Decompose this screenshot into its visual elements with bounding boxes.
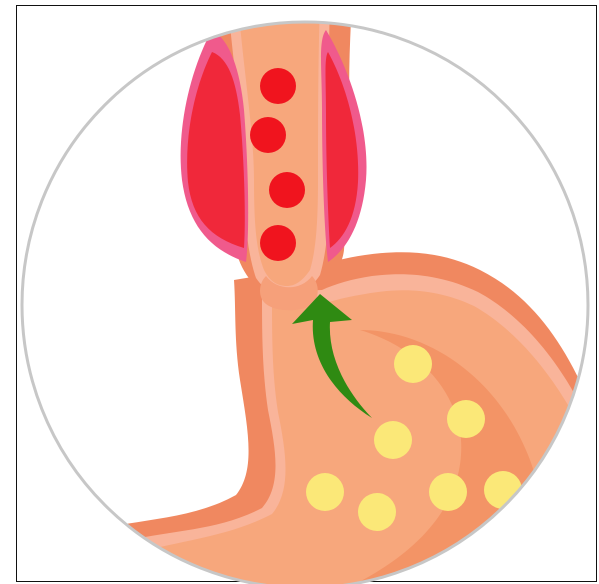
red-dot [260,225,296,261]
yellow-dot [447,400,485,438]
red-dot [269,172,305,208]
yellow-dot [394,345,432,383]
red-dot [260,68,296,104]
yellow-dot [484,471,522,509]
yellow-dot [306,473,344,511]
yellow-dot [358,493,396,531]
yellow-dot [429,473,467,511]
red-dot [250,117,286,153]
yellow-dot [374,421,412,459]
